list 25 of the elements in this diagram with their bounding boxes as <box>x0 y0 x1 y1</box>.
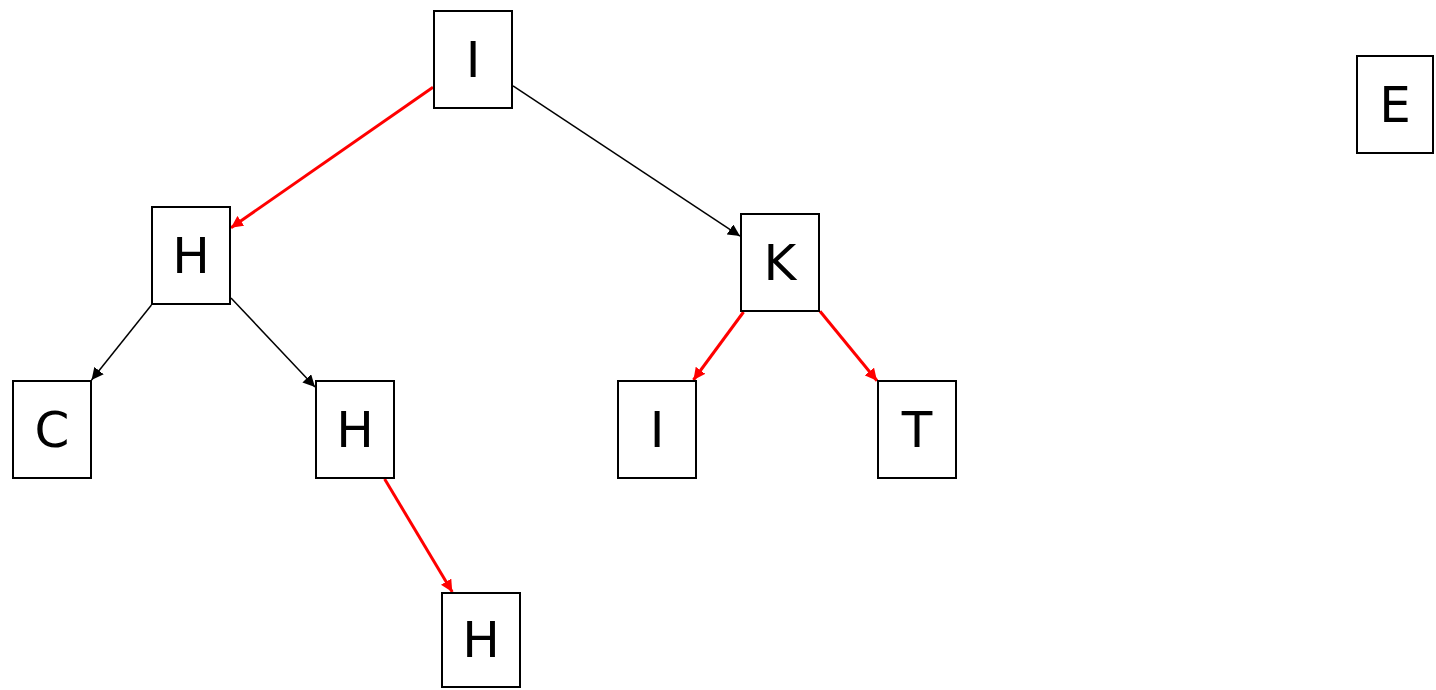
letter-box <box>433 10 513 109</box>
letter-box <box>1356 55 1434 154</box>
node-letter: H <box>172 226 210 285</box>
letter-box <box>740 213 820 312</box>
node-letter: C <box>34 400 70 459</box>
arrow <box>818 310 879 382</box>
letter-box <box>151 206 231 305</box>
node-letter: H <box>462 611 500 669</box>
arrow <box>383 478 454 593</box>
arrow <box>512 85 741 237</box>
letter-box <box>617 380 697 479</box>
node-letter: E <box>1379 75 1411 134</box>
node-letter: I <box>649 400 665 459</box>
letter-box <box>12 380 92 479</box>
arrow <box>230 297 316 388</box>
node-letter: T <box>901 400 933 459</box>
node-letter: H <box>336 400 374 459</box>
node-letter: K <box>763 233 797 292</box>
arrow <box>692 311 745 381</box>
letter-box <box>877 380 957 479</box>
arrow <box>90 304 153 381</box>
arrow <box>230 86 434 229</box>
letter-box <box>315 380 395 479</box>
letter-box <box>441 592 521 688</box>
node-letter: I <box>465 30 481 89</box>
